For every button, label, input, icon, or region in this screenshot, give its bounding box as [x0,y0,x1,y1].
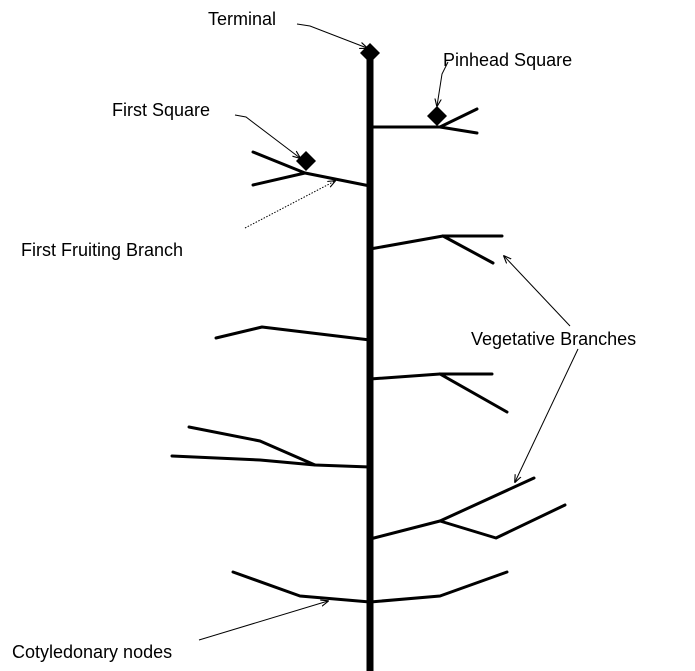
right-branch-2 [368,234,504,265]
first-square-arrow [234,114,300,158]
cotyledonary-nodes-arrow [198,601,328,641]
right-vegetative-branch [368,476,567,541]
left-vegetative-branch [170,425,372,469]
right-branch-3 [368,372,509,414]
pinhead-square-branch [368,106,479,135]
first-square-label: First Square [112,100,211,120]
pinhead-square-label: Pinhead Square [443,50,573,70]
vegetative-branch-lower-arrow [515,348,579,482]
pinhead-square-marker [427,106,447,126]
first-square-marker [296,151,316,171]
vegetative-branch-upper-arrow [504,256,571,327]
left-branch-2 [214,325,372,342]
terminal-label: Terminal [208,9,277,29]
pinhead-square-arrow [437,61,449,106]
first-fruiting-branch-label: First Fruiting Branch [21,240,184,260]
terminal-arrow [296,23,367,48]
first-fruiting-branch-arrow [244,181,335,229]
cotyledonary-branches [231,570,509,604]
vegetative-branches-label: Vegetative Branches [471,329,637,349]
cotyledonary-nodes-label: Cotyledonary nodes [12,642,173,662]
first-fruiting-branch [251,150,372,188]
